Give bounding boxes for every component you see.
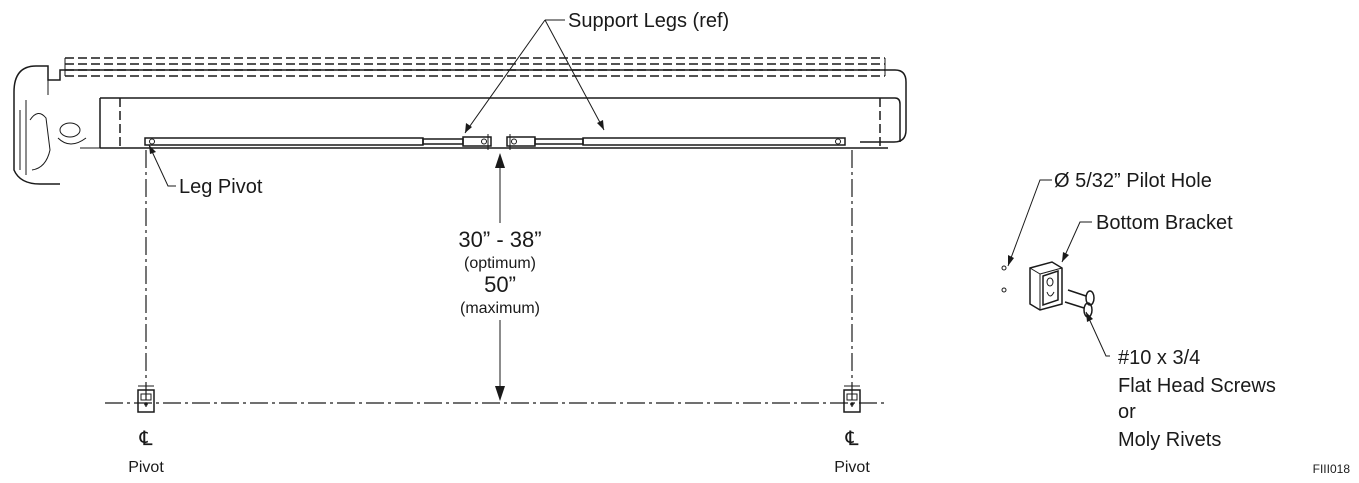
centerline-symbol-right: ℄ (845, 428, 859, 450)
height-dimension (495, 153, 505, 401)
pilot-hole-leader (1007, 179, 1052, 267)
support-legs-label: Support Legs (ref) (568, 10, 729, 32)
dimension-optimum-value: 30” - 38” (458, 227, 541, 252)
bottom-bracket-detail (1001, 261, 1095, 318)
screws-label-line3: or (1118, 401, 1136, 423)
dimension-maximum-note: (maximum) (460, 300, 540, 317)
screws-label-line1: #10 x 3/4 (1118, 347, 1200, 369)
dimension-maximum-value: 50” (484, 272, 516, 297)
vertical-centerlines (145, 150, 853, 410)
screws-leader (1085, 311, 1110, 357)
screws-label-line4: Moly Rivets (1118, 429, 1221, 451)
bottom-bracket-leader (1061, 221, 1092, 263)
screws-label-line2: Flat Head Screws (1118, 375, 1276, 397)
leg-pivot-label: Leg Pivot (179, 176, 263, 198)
pivot-label-right: Pivot (834, 459, 870, 476)
pilot-hole-label: Ø 5/32” Pilot Hole (1054, 170, 1212, 192)
inner-channel (80, 97, 901, 150)
pivot-label-left: Pivot (128, 459, 164, 476)
floor-bracket-right (843, 385, 861, 413)
support-leg-left (144, 134, 492, 150)
figure-code: FIII018 (1313, 462, 1351, 476)
housing-outline (13, 65, 907, 185)
support-legs-leaders (464, 19, 605, 134)
leg-pivot-leader (148, 144, 176, 187)
support-leg-right (506, 134, 846, 150)
floor-bracket-left (137, 385, 155, 413)
dimension-optimum-note: (optimum) (464, 255, 536, 272)
centerline-symbol-left: ℄ (139, 428, 153, 450)
bottom-bracket-label: Bottom Bracket (1096, 212, 1233, 234)
top-rail (64, 57, 886, 77)
